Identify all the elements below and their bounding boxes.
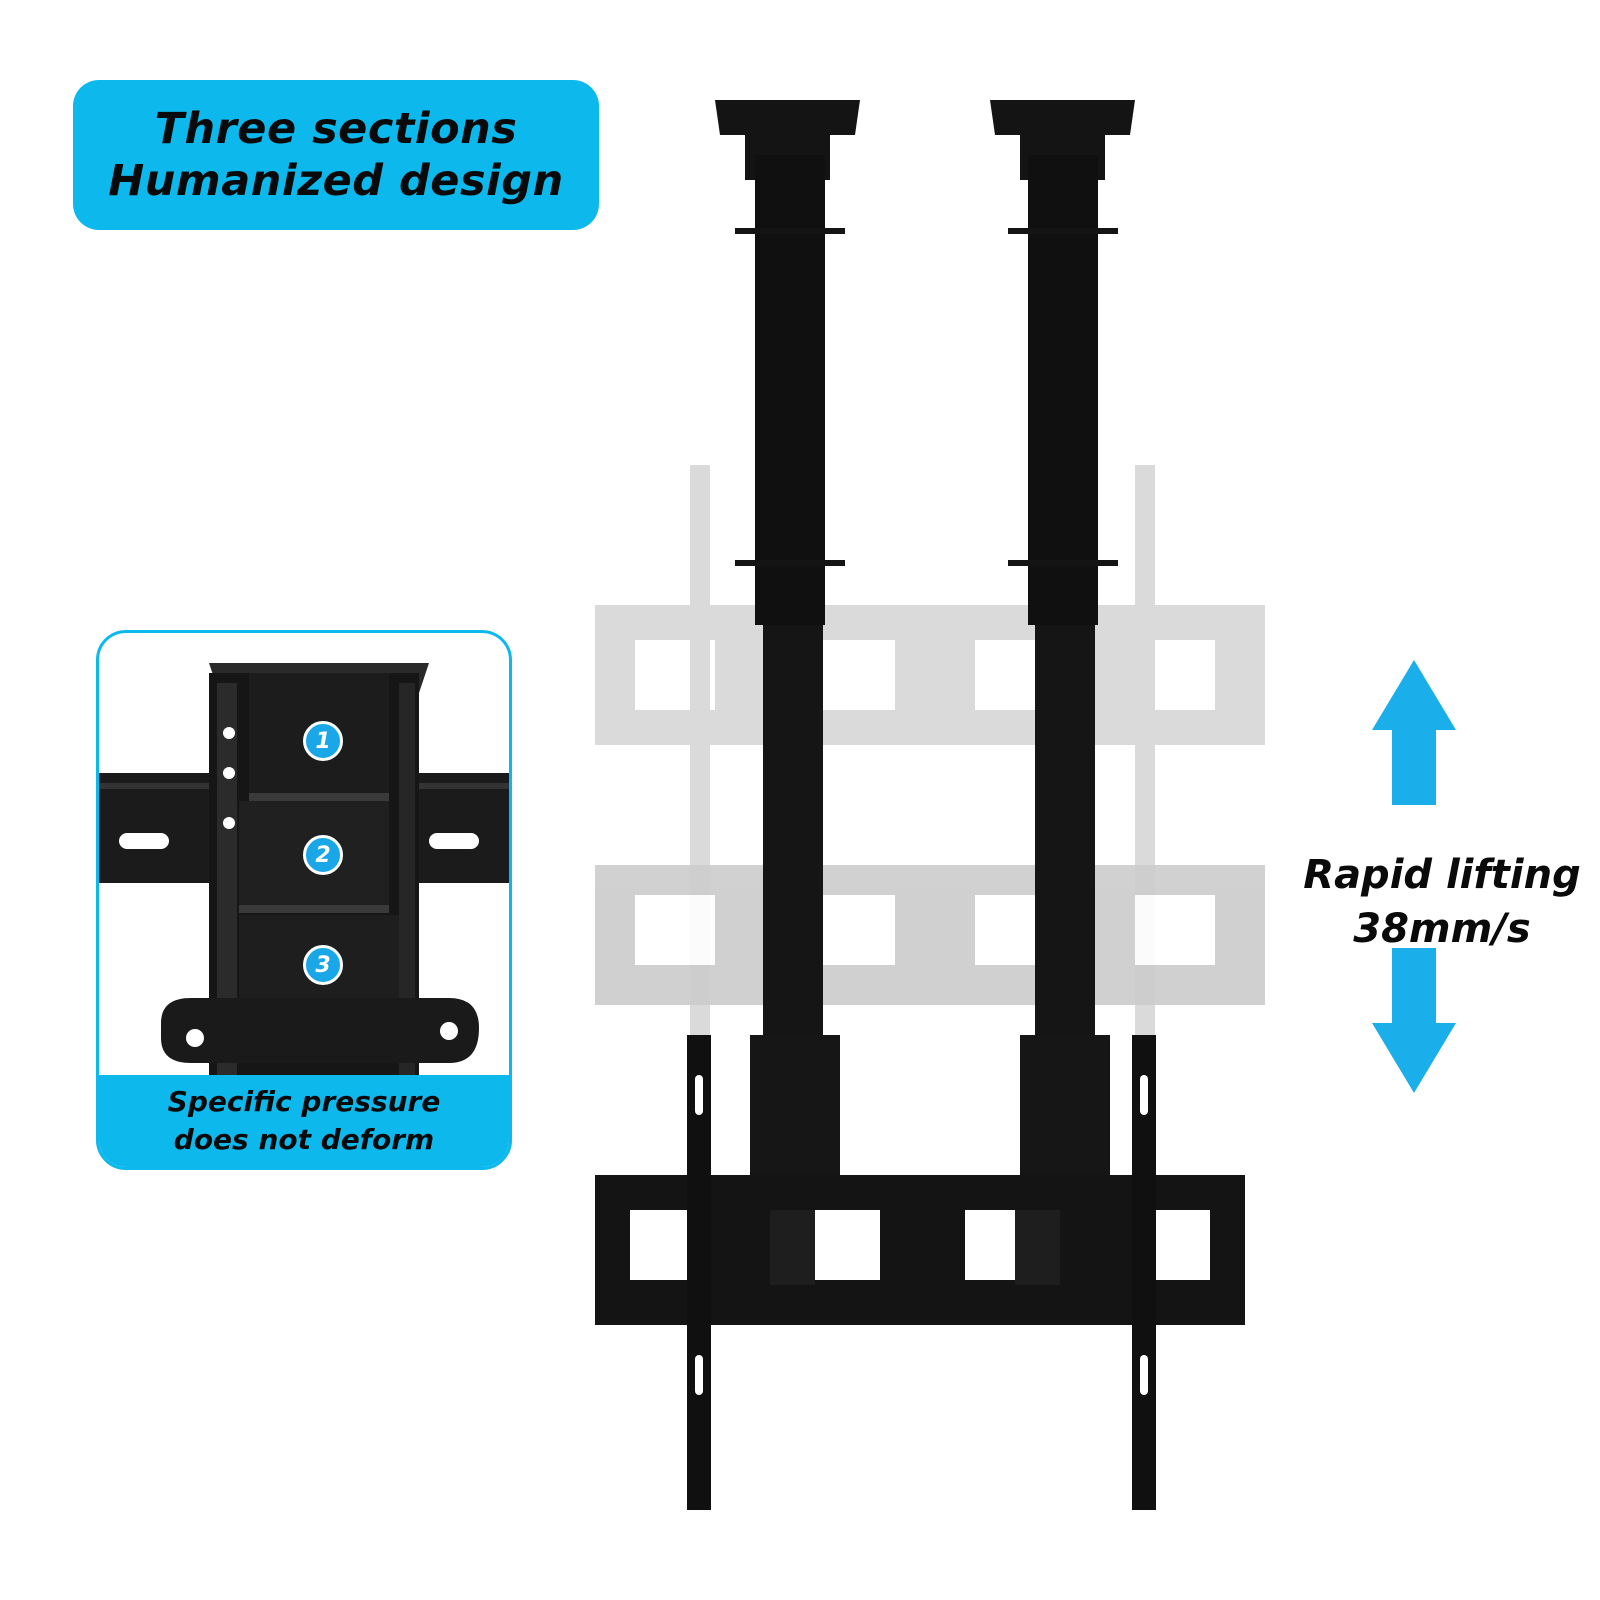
column-left-mid — [763, 625, 823, 1045]
column-left-upper — [755, 155, 825, 625]
caption-line-1: Specific pressure — [167, 1085, 441, 1118]
speed-line-2: 38mm/s — [1353, 906, 1531, 952]
column-right-upper — [1028, 155, 1098, 625]
section-badge-1: 1 — [303, 721, 343, 761]
headline-badge: Three sections Humanized design — [73, 80, 599, 230]
caption-line-2: does not deform — [173, 1123, 435, 1156]
speed-line-1: Rapid lifting — [1303, 852, 1581, 898]
headline-line-1: Three sections — [154, 104, 518, 154]
section-badge-3: 3 — [303, 945, 343, 985]
detail-caption: Specific pressure does not deform — [99, 1075, 509, 1167]
arrow-down-icon — [1372, 948, 1456, 1093]
ghost-mount-middle — [595, 865, 1265, 1005]
speed-label: Rapid lifting 38mm/s — [1284, 848, 1600, 956]
headline-line-2: Humanized design — [108, 156, 564, 206]
column-right-mid — [1035, 625, 1095, 1045]
detail-inset: 1 2 3 Specific pressure does not deform — [96, 630, 512, 1170]
ceiling-tv-mount-illustration — [595, 100, 1265, 1510]
section-badge-2: 2 — [303, 835, 343, 875]
arrow-up-icon — [1372, 660, 1456, 805]
